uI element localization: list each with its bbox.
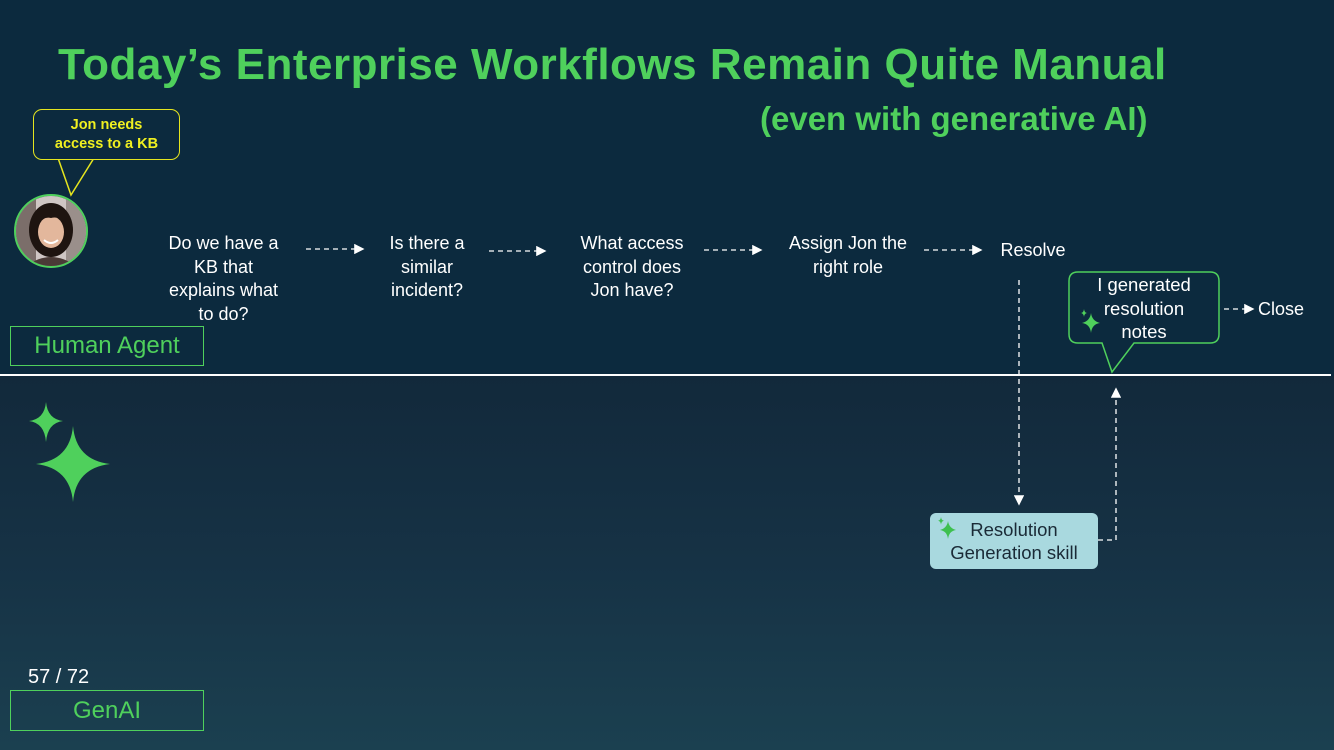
- skill-line2: Generation skill: [950, 542, 1078, 563]
- genai-lane-background: [0, 376, 1334, 750]
- step-line: Assign Jon the: [788, 233, 908, 253]
- page-number: 57 / 72: [28, 666, 90, 688]
- speech-bubble-line1: Jon needs: [70, 116, 143, 133]
- step-line: control does: [582, 256, 682, 277]
- lane-label-human: Human Agent: [10, 326, 204, 366]
- step-line: Jon have?: [590, 280, 674, 300]
- step-line: Is there a: [389, 233, 465, 253]
- step-line: right role: [812, 256, 884, 277]
- speech-bubble: Jon needs access to a KB: [33, 109, 180, 160]
- lane-label-genai: GenAI: [10, 690, 204, 731]
- notes-bubble: [1068, 271, 1220, 374]
- skill-line1: Resolution: [970, 518, 1058, 540]
- sparkle-icon: [29, 402, 110, 502]
- step-line: KB that: [193, 256, 254, 277]
- notes-bubble-text: I generated resolution notes: [1070, 273, 1218, 344]
- step-assign-role: Assign Jon the right role: [776, 232, 920, 279]
- step-line: Resolve: [1000, 240, 1066, 260]
- step-kb-check: Do we have a KB that explains what to do…: [150, 232, 297, 326]
- speech-bubble-line2: access to a KB: [54, 135, 159, 152]
- arrow-up-to-notes: [1098, 387, 1122, 541]
- close-label: Close: [1258, 299, 1305, 319]
- avatar-photo: [16, 196, 86, 266]
- slide-subtitle: (even with generative AI): [760, 100, 1148, 137]
- step-line: Do we have a: [168, 233, 279, 253]
- user-avatar: [14, 194, 88, 268]
- slide-title: Today’s Enterprise Workflows Remain Quit…: [58, 40, 1167, 89]
- notes-line: resolution: [1103, 297, 1185, 319]
- step-line: incident?: [390, 280, 464, 300]
- notes-line: notes: [1121, 321, 1167, 342]
- lane-divider: [0, 374, 1331, 376]
- step-line: explains what: [168, 280, 279, 300]
- step-line: to do?: [198, 303, 249, 324]
- sparkle-icon: [938, 517, 956, 539]
- speech-bubble-tail: [57, 157, 95, 197]
- step-resolve: Resolve: [993, 239, 1073, 263]
- notes-line: I generated: [1097, 274, 1191, 295]
- step-similar-incident: Is there a similar incident?: [373, 232, 481, 303]
- sparkle-icon: [1081, 309, 1100, 333]
- step-access-control: What access control does Jon have?: [560, 232, 704, 303]
- step-line: similar: [401, 256, 453, 277]
- step-line: What access: [580, 233, 684, 253]
- resolution-generation-skill: Resolution Generation skill: [930, 513, 1098, 569]
